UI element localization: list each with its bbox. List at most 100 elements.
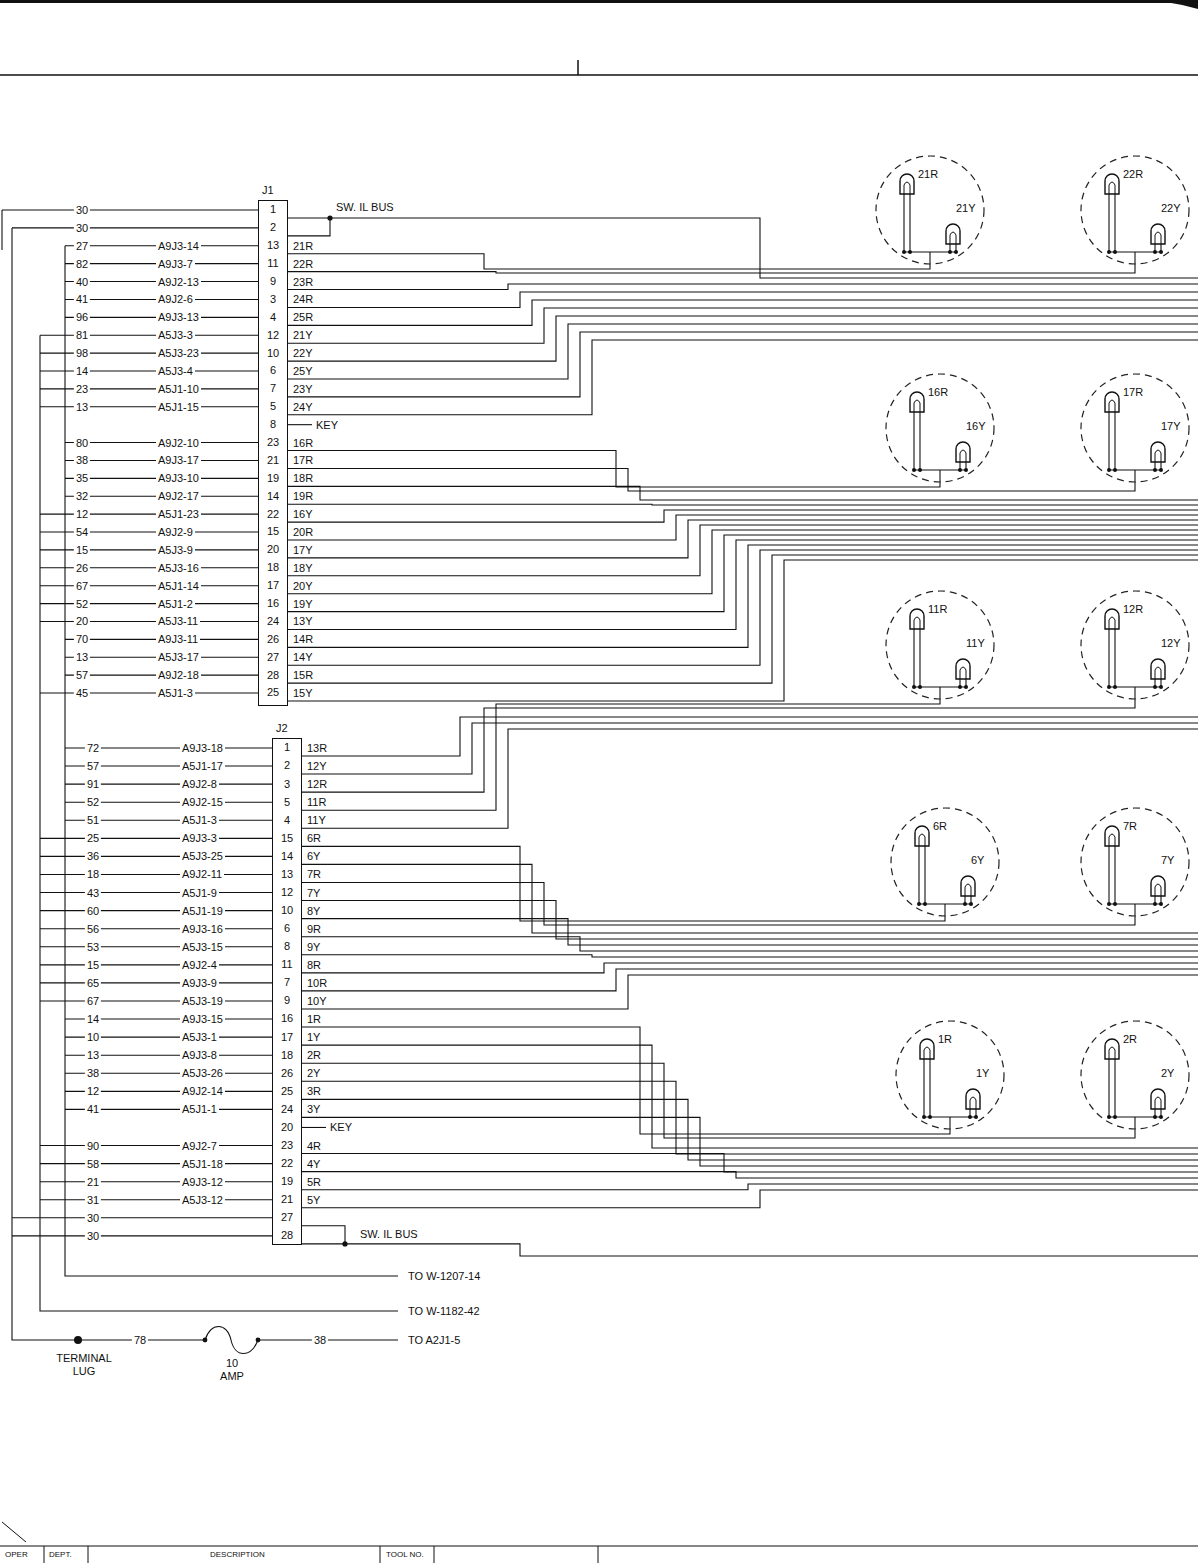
lamp-lead bbox=[913, 412, 914, 470]
wire bbox=[40, 603, 258, 604]
destination-pin: A9J2-7 bbox=[180, 1139, 219, 1153]
wire-number: 72 bbox=[85, 741, 101, 755]
key-lead bbox=[302, 1127, 326, 1128]
wire-number: 12 bbox=[85, 1084, 101, 1098]
lamp-circle: 1R1Y bbox=[895, 1020, 1005, 1130]
pin-number: 27 bbox=[267, 650, 279, 664]
wire bbox=[40, 370, 258, 371]
destination-pin: A9J3-11 bbox=[156, 632, 200, 646]
lamp-bulb bbox=[1105, 392, 1119, 412]
lamp-outline bbox=[1081, 374, 1189, 482]
lamp-filament bbox=[960, 450, 966, 462]
wire-name: 18Y bbox=[293, 561, 313, 575]
destination-pin: A5J3-1 bbox=[180, 1030, 219, 1044]
key-lead bbox=[288, 424, 312, 425]
wire bbox=[288, 284, 1198, 290]
pin-number: 8 bbox=[270, 417, 276, 431]
destination-pin: A5J1-3 bbox=[180, 813, 219, 827]
destination-pin: A5J1-3 bbox=[156, 686, 195, 700]
lamp-filament bbox=[914, 617, 920, 629]
title-block-divider bbox=[434, 1546, 435, 1563]
wire-number: 13 bbox=[74, 650, 90, 664]
destination-note: TO A2J1-5 bbox=[408, 1333, 460, 1347]
lamp-filament bbox=[970, 1097, 976, 1109]
pin-number: 10 bbox=[267, 346, 279, 360]
lamp-circle: 12R12Y bbox=[1080, 590, 1190, 700]
wire bbox=[40, 549, 258, 550]
lamp-filament bbox=[1155, 1097, 1161, 1109]
pin-number: 1 bbox=[284, 740, 290, 754]
wire-number: 43 bbox=[85, 886, 101, 900]
destination-pin: A5J3-17 bbox=[156, 650, 201, 664]
wire-name: 5R bbox=[307, 1175, 321, 1189]
bus bbox=[288, 218, 330, 236]
wire-name: 21Y bbox=[293, 328, 313, 342]
destination-pin: A9J2-13 bbox=[156, 275, 201, 289]
wire bbox=[302, 1172, 1198, 1178]
title-block-field: DESCRIPTION bbox=[210, 1549, 265, 1561]
destination-pin: A5J1-2 bbox=[156, 597, 195, 611]
lamp-common bbox=[1134, 252, 1135, 264]
lamp-filament bbox=[950, 232, 956, 244]
wire-number: 36 bbox=[85, 849, 101, 863]
lamp-filament bbox=[1155, 450, 1161, 462]
pin-number: 13 bbox=[281, 867, 293, 881]
pin-number: 20 bbox=[281, 1120, 293, 1134]
wire-number: 41 bbox=[85, 1102, 101, 1116]
wire bbox=[302, 937, 1198, 951]
wire-name: 20R bbox=[293, 525, 313, 539]
wire-number: 96 bbox=[74, 310, 90, 324]
pin-number: 1 bbox=[270, 202, 276, 216]
lamp-circle: 21R21Y bbox=[875, 155, 985, 265]
wire-number: 38 bbox=[85, 1066, 101, 1080]
wire-name: 3Y bbox=[307, 1102, 320, 1116]
wire bbox=[288, 504, 1198, 506]
wire-number: 65 bbox=[85, 976, 101, 990]
destination-pin: A5J3-11 bbox=[156, 614, 200, 628]
wire-number: 54 bbox=[74, 525, 90, 539]
destination-pin: A9J3-7 bbox=[156, 257, 195, 271]
wire-number: 45 bbox=[74, 686, 90, 700]
lamp-label: 17R bbox=[1123, 385, 1143, 399]
lamp-circle: 16R16Y bbox=[885, 373, 995, 483]
wire bbox=[302, 1154, 1198, 1172]
ground-bus bbox=[12, 228, 205, 1340]
pin-number: 26 bbox=[267, 632, 279, 646]
lamp-outline bbox=[876, 156, 984, 264]
lamp-bulb bbox=[1105, 609, 1119, 629]
lamp-label: 22R bbox=[1123, 167, 1143, 181]
lamp-wire bbox=[302, 699, 1135, 792]
pin-number: 20 bbox=[267, 542, 279, 556]
destination-pin: A9J3-18 bbox=[180, 741, 225, 755]
wire bbox=[302, 963, 1198, 973]
wire-number: 56 bbox=[85, 922, 101, 936]
wire bbox=[288, 520, 1198, 558]
wire-number: 81 bbox=[74, 328, 90, 342]
wire-name: 14Y bbox=[293, 650, 313, 664]
wire bbox=[302, 969, 1198, 991]
bus-label: SW. IL BUS bbox=[360, 1227, 418, 1241]
destination-pin: A9J2-11 bbox=[180, 867, 224, 881]
lamp-outline bbox=[1081, 808, 1189, 916]
destination-pin: A5J1-10 bbox=[156, 382, 201, 396]
wire-name: 13Y bbox=[293, 614, 313, 628]
bus bbox=[288, 218, 1198, 278]
wire bbox=[40, 388, 258, 389]
wire-name: 1Y bbox=[307, 1030, 320, 1044]
junction-dot bbox=[256, 1338, 261, 1343]
wire bbox=[40, 585, 258, 586]
title-block-divider bbox=[88, 1546, 89, 1563]
connector-name: J1 bbox=[262, 183, 274, 197]
wire bbox=[302, 955, 1198, 957]
lamp-filament bbox=[965, 884, 971, 896]
wire-number: 67 bbox=[74, 579, 90, 593]
title-block-divider bbox=[44, 1546, 45, 1563]
wire-name: 2R bbox=[307, 1048, 321, 1062]
pin-number: 28 bbox=[267, 668, 279, 682]
destination-pin: A9J2-15 bbox=[180, 795, 225, 809]
wire bbox=[288, 540, 1198, 629]
wire bbox=[288, 340, 1198, 415]
wiring bbox=[2, 210, 1198, 1354]
pin-number: 14 bbox=[281, 849, 293, 863]
wire bbox=[302, 1184, 1198, 1190]
